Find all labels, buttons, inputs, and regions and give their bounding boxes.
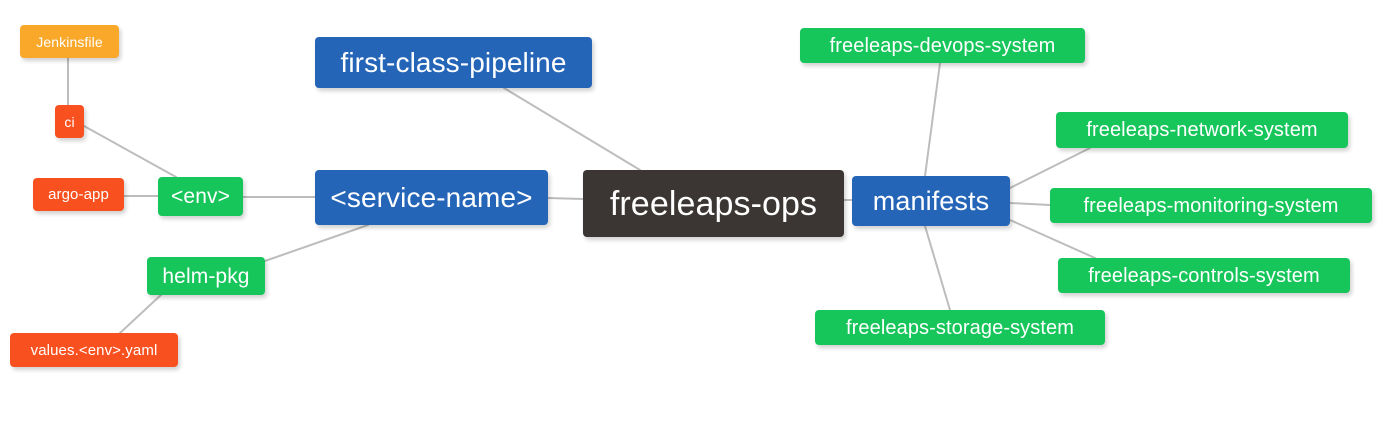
edge-helm-pkg-to-values-env-yaml xyxy=(119,292,164,334)
edge-manifests-to-freeleaps-storage-system xyxy=(924,225,951,311)
edge-manifests-to-freeleaps-monitoring-system xyxy=(1009,202,1051,206)
node-freeleaps-controls-system[interactable]: freeleaps-controls-system xyxy=(1058,258,1350,293)
node-service-name[interactable]: <service-name> xyxy=(315,170,548,225)
node-manifests[interactable]: manifests xyxy=(852,176,1010,226)
node-ci[interactable]: ci xyxy=(55,105,84,138)
node-label-freeleaps-network-system: freeleaps-network-system xyxy=(1086,119,1318,141)
node-label-service-name: <service-name> xyxy=(330,181,533,213)
edge-env-to-ci xyxy=(83,125,177,178)
node-label-freeleaps-devops-system: freeleaps-devops-system xyxy=(829,34,1056,57)
edge-freeleaps-ops-to-first-class-pipeline xyxy=(503,87,641,171)
node-label-argo-app: argo-app xyxy=(48,186,109,203)
node-first-class-pipeline[interactable]: first-class-pipeline xyxy=(315,37,592,88)
edge-manifests-to-freeleaps-controls-system xyxy=(1009,219,1096,259)
node-env[interactable]: <env> xyxy=(158,177,243,216)
edge-manifests-to-freeleaps-network-system xyxy=(1009,147,1091,189)
node-argo-app[interactable]: argo-app xyxy=(33,178,124,211)
edge-freeleaps-ops-to-service-name xyxy=(547,197,584,200)
node-label-freeleaps-controls-system: freeleaps-controls-system xyxy=(1088,264,1320,287)
node-label-freeleaps-storage-system: freeleaps-storage-system xyxy=(845,316,1075,339)
node-values-env-yaml[interactable]: values.<env>.yaml xyxy=(10,333,178,367)
node-label-freeleaps-ops: freeleaps-ops xyxy=(609,184,818,223)
node-freeleaps-ops[interactable]: freeleaps-ops xyxy=(583,170,844,237)
edge-service-name-to-helm-pkg xyxy=(264,224,369,262)
node-label-env: <env> xyxy=(171,185,230,208)
node-jenkinsfile[interactable]: Jenkinsfile xyxy=(20,25,119,58)
node-freeleaps-storage-system[interactable]: freeleaps-storage-system xyxy=(815,310,1105,345)
node-helm-pkg[interactable]: helm-pkg xyxy=(147,257,265,295)
node-freeleaps-network-system[interactable]: freeleaps-network-system xyxy=(1056,112,1348,148)
node-label-manifests: manifests xyxy=(872,185,990,216)
node-label-values-env-yaml: values.<env>.yaml xyxy=(30,341,158,359)
node-label-ci: ci xyxy=(64,113,75,130)
edge-manifests-to-freeleaps-devops-system xyxy=(924,62,941,177)
node-label-first-class-pipeline: first-class-pipeline xyxy=(340,46,567,78)
node-freeleaps-monitoring-system[interactable]: freeleaps-monitoring-system xyxy=(1050,188,1372,223)
node-label-jenkinsfile: Jenkinsfile xyxy=(36,33,103,50)
node-label-freeleaps-monitoring-system: freeleaps-monitoring-system xyxy=(1083,194,1339,217)
node-freeleaps-devops-system[interactable]: freeleaps-devops-system xyxy=(800,28,1085,63)
node-label-helm-pkg: helm-pkg xyxy=(162,264,250,288)
